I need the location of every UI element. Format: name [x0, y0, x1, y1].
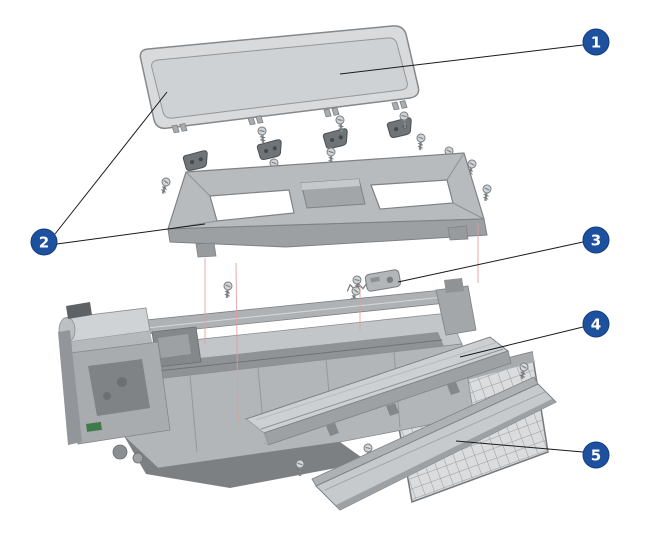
leader-line-4 — [459, 326, 584, 358]
gear-roller — [112, 444, 128, 460]
hinge-clip-icon — [322, 127, 350, 150]
hinge-clip-icon — [386, 116, 414, 139]
frame-corner-lines — [167, 152, 485, 230]
left-top-bracket — [66, 302, 92, 319]
bracket-slot — [370, 276, 380, 283]
callout-2-number: 2 — [39, 234, 49, 252]
beam-right-bracket — [444, 278, 464, 293]
screw-icon — [157, 175, 173, 196]
callout-1: 1 — [339, 28, 610, 75]
frame-center-box-top — [301, 179, 360, 190]
top-cover-frame — [167, 152, 488, 258]
platen-left-cap — [246, 419, 268, 445]
callout-3-number: 3 — [591, 232, 601, 250]
chassis-inner-channel — [126, 332, 446, 386]
gear-roller — [132, 452, 144, 464]
window-panel — [139, 25, 420, 134]
callout-1-number: 1 — [591, 34, 601, 52]
frame-right-foot — [447, 225, 469, 241]
callout-5-circle — [582, 441, 610, 469]
window-panel-inner — [151, 37, 408, 119]
alignment-line — [235, 262, 239, 423]
callout-5: 5 — [455, 440, 610, 469]
chassis-base — [124, 436, 368, 488]
platen-foot — [386, 403, 399, 416]
center-platen-cover — [244, 336, 512, 446]
leader-line-1 — [339, 44, 584, 75]
bracket-hole — [386, 276, 394, 283]
spring-bracket — [346, 269, 401, 305]
trim-groove — [324, 391, 546, 491]
pcb-chip — [86, 421, 102, 432]
platen-ridge — [255, 341, 499, 421]
printer-chassis — [58, 278, 549, 504]
hinge-tab-icon — [391, 100, 408, 111]
platen-ridge — [260, 348, 504, 430]
leader-line-2b — [56, 223, 206, 245]
callout-5-number: 5 — [591, 447, 601, 465]
trim-bottom-edge — [336, 399, 556, 510]
callout-4-number: 4 — [591, 316, 601, 334]
callout-4: 4 — [459, 310, 610, 358]
leader-line-3 — [397, 241, 584, 283]
bracket-body — [364, 269, 401, 292]
frame-front-skirt — [167, 218, 488, 248]
callout-2: 2 — [30, 91, 206, 256]
hinge-clip-icon — [182, 149, 210, 172]
callout-3: 3 — [397, 226, 610, 283]
callout-4-circle — [582, 310, 610, 338]
print-carriage-top — [158, 334, 191, 358]
screw-icon — [256, 125, 269, 145]
leader-line-5 — [455, 440, 584, 453]
drive-belt — [129, 339, 443, 375]
screw-icon — [221, 280, 234, 300]
front-trim-panel — [311, 376, 557, 511]
alignment-lines — [204, 223, 479, 423]
callout-3-circle — [582, 226, 610, 254]
leader-line-2a — [54, 91, 168, 235]
screw-icon — [480, 183, 493, 203]
frame-left-foot — [195, 242, 217, 258]
callout-2-circle — [30, 228, 58, 256]
screw-icon — [414, 132, 427, 152]
platen-foot — [447, 382, 460, 395]
platen-foot — [326, 423, 339, 436]
left-service-module — [58, 302, 171, 464]
hinge-clip-icon — [256, 138, 284, 161]
callout-1-circle — [582, 28, 610, 56]
